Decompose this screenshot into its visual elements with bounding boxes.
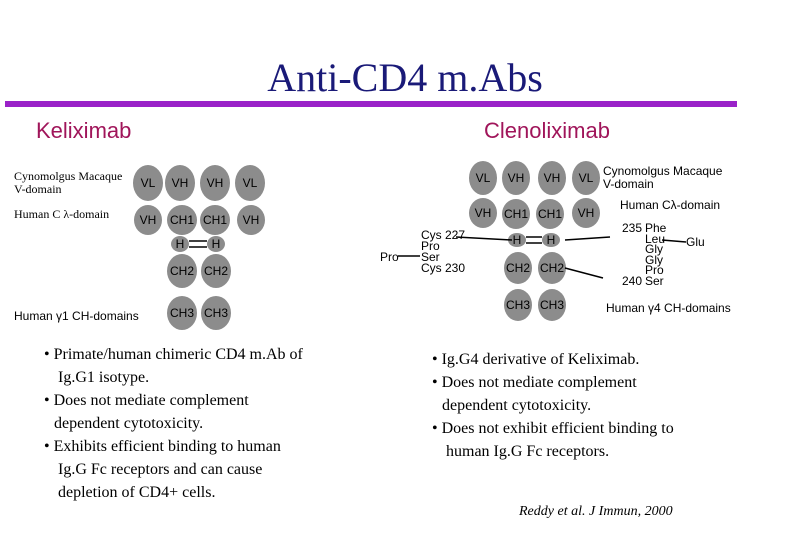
svg-text:H: H [513, 233, 522, 247]
left-ch1-left: CH1 [167, 205, 197, 235]
right-ch1-right: CH1 [536, 199, 564, 229]
left-lambda-left: VH [134, 205, 162, 235]
residue-numbers: 235 240 [621, 221, 642, 288]
svg-text:CH1: CH1 [538, 207, 562, 221]
left-heavy-chain-vh-left: VH [165, 165, 195, 201]
svg-text:CH2: CH2 [204, 264, 228, 278]
right-hinge-right: H [542, 233, 560, 247]
left-ch2-right: CH2 [201, 254, 231, 288]
svg-text:CH3: CH3 [540, 298, 564, 312]
svg-text:VH: VH [243, 213, 260, 227]
reference-citation: Reddy et al. J Immun, 2000 [519, 504, 673, 519]
right-light-chain-vl-right: VL [572, 161, 600, 195]
right-ch3-right: CH3 [538, 289, 566, 321]
left-ch3-right: CH3 [201, 296, 231, 330]
svg-text:VH: VH [578, 206, 595, 220]
svg-text:VL: VL [141, 176, 156, 190]
left-light-chain-vl-right: VL [235, 165, 265, 201]
keliximab-bullets: • Primate/human chimeric CD4 m.Ab of Ig.… [44, 346, 303, 501]
left-lambda-right: VH [237, 205, 265, 235]
right-ch2-left: CH2 [504, 252, 532, 284]
left-ch3-left: CH3 [167, 296, 197, 330]
svg-text:CH3: CH3 [506, 298, 530, 312]
right-lambda-left: VH [469, 198, 497, 228]
pro-label: Pro [380, 250, 399, 264]
clenoliximab-heading: Clenoliximab [484, 118, 610, 143]
page-title: Anti-CD4 m.Abs [267, 55, 543, 100]
svg-text:VL: VL [579, 171, 594, 185]
right-human-lambda-label: Human Cλ-domain [620, 198, 721, 212]
svg-text:CH3: CH3 [170, 306, 194, 320]
svg-text:VL: VL [243, 176, 258, 190]
right-human-g4-label: Human γ4 CH-domains [606, 301, 731, 315]
right-ch3-left: CH3 [504, 289, 532, 321]
svg-text:CH1: CH1 [170, 213, 194, 227]
left-human-g1-label: Human γ1 CH-domains [14, 309, 139, 323]
keliximab-heading: Keliximab [36, 118, 132, 143]
svg-text:VH: VH [172, 176, 189, 190]
svg-text:CH2: CH2 [170, 264, 194, 278]
svg-text:H: H [547, 233, 556, 247]
left-hinge-right: H [207, 236, 225, 252]
left-heavy-chain-vh-right: VH [200, 165, 230, 201]
svg-text:H: H [212, 237, 221, 251]
svg-text:VH: VH [475, 206, 492, 220]
svg-text:VH: VH [207, 176, 224, 190]
title-underline [5, 101, 737, 107]
left-hinge-left: H [171, 236, 189, 252]
glu-label: Glu [686, 235, 705, 249]
svg-text:CH2: CH2 [540, 261, 564, 275]
residue-list: Phe Leu Gly Gly Pro Ser [645, 221, 667, 288]
left-ch1-right: CH1 [200, 205, 230, 235]
right-lambda-right: VH [572, 198, 600, 228]
hinge-mutation-list: Cys 227 Pro Ser Cys 230 [421, 228, 466, 275]
svg-text:VH: VH [140, 213, 157, 227]
svg-text:H: H [176, 237, 185, 251]
left-ch2-left: CH2 [167, 254, 197, 288]
phe-pointer-line [564, 236, 611, 241]
svg-text:CH3: CH3 [204, 306, 228, 320]
ser-pointer-line [564, 267, 604, 279]
glu-pointer-line [661, 239, 687, 243]
svg-text:VH: VH [508, 171, 525, 185]
svg-text:CH2: CH2 [506, 261, 530, 275]
right-light-chain-vl-left: VL [469, 161, 497, 195]
svg-text:CH1: CH1 [504, 207, 528, 221]
left-human-lambda-label: Human C λ-domain [14, 207, 110, 221]
right-ch2-right: CH2 [538, 252, 566, 284]
right-heavy-chain-vh-left: VH [502, 161, 530, 195]
right-heavy-chain-vh-right: VH [538, 161, 566, 195]
clenoliximab-bullets: • Ig.G4 derivative of Keliximab. • Does … [432, 351, 674, 460]
right-ch1-left: CH1 [502, 199, 530, 229]
svg-text:VL: VL [476, 171, 491, 185]
cys-pointer-line [455, 236, 513, 241]
svg-text:CH1: CH1 [203, 213, 227, 227]
svg-text:VH: VH [544, 171, 561, 185]
right-hinge-left: H [508, 233, 526, 247]
left-light-chain-vl-left: VL [133, 165, 163, 201]
